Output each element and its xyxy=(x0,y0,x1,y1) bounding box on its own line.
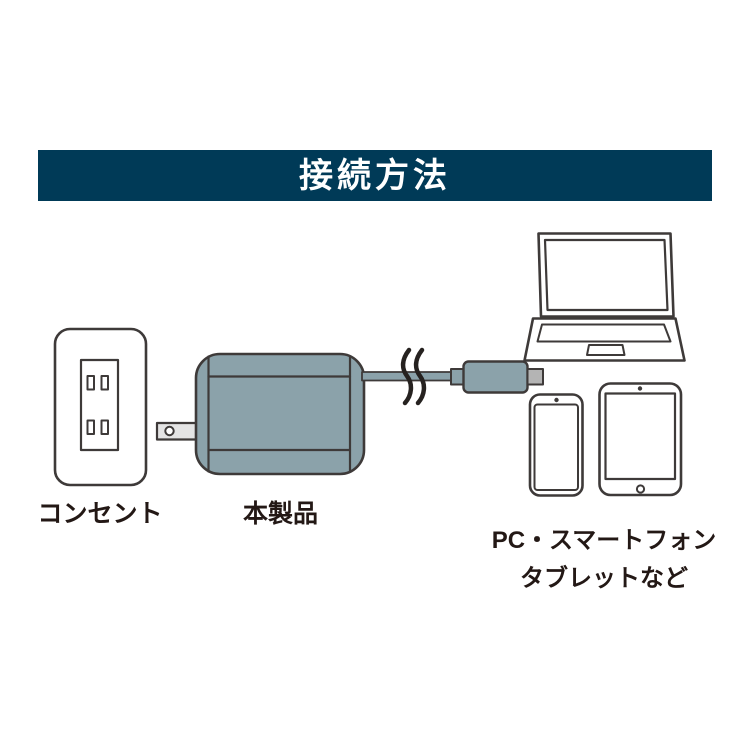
power-adapter-icon xyxy=(194,352,366,476)
plug-prong-icon xyxy=(155,421,201,441)
tablet-camera-dot xyxy=(637,386,643,391)
connector-tip xyxy=(526,368,544,386)
break-mark xyxy=(413,347,427,406)
phone-camera-dot xyxy=(554,397,559,403)
phone-screen xyxy=(533,403,579,491)
devices-label-line1: PC・スマートフォン xyxy=(491,527,717,554)
connector-body xyxy=(462,360,529,394)
outlet-slot xyxy=(86,375,95,391)
outlet-label: コンセント xyxy=(37,500,163,528)
adapter-body xyxy=(194,352,366,476)
wall-outlet-icon xyxy=(53,327,148,487)
prong-blade xyxy=(155,421,201,441)
outlet-slot xyxy=(86,419,95,435)
usb-connector-icon xyxy=(450,360,544,394)
outlet-slot xyxy=(100,375,109,391)
tablet-home-button xyxy=(635,484,646,494)
outlet-slot xyxy=(100,419,109,435)
outlet-face xyxy=(79,358,120,452)
break-mark xyxy=(400,347,414,406)
section-header-bar: 接続方法 xyxy=(38,150,712,201)
cable-break-icon xyxy=(400,347,427,406)
product-label: 本製品 xyxy=(242,500,318,528)
laptop-display xyxy=(543,238,669,312)
prong-hole xyxy=(164,425,175,437)
laptop-keyboard xyxy=(536,323,672,343)
section-title: 接続方法 xyxy=(299,156,451,195)
laptop-icon xyxy=(523,232,686,362)
tablet-screen xyxy=(604,392,677,481)
tablet-icon xyxy=(598,382,683,497)
laptop-trackpad xyxy=(586,344,626,356)
devices-label: PC・スマートフォン タブレットなど xyxy=(444,522,750,598)
devices-label-line2: タブレットなど xyxy=(520,565,688,592)
smartphone-icon xyxy=(528,393,584,497)
